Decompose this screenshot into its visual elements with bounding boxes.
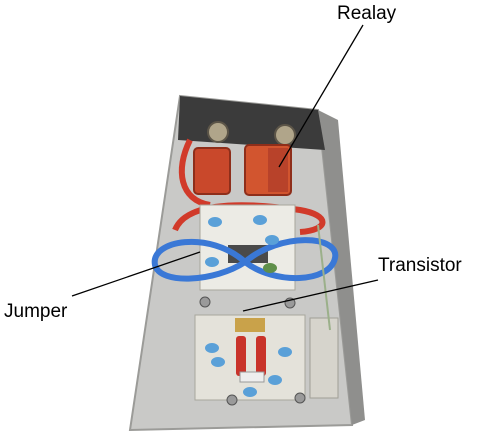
capacitor: [205, 343, 219, 353]
transistor-leader-line: [242, 279, 379, 312]
capacitor: [208, 217, 222, 227]
left-connector: [207, 121, 229, 143]
relay-label: Realay: [337, 3, 397, 24]
capacitor: [243, 387, 257, 397]
capacitor: [211, 357, 225, 367]
red-wire-left: [178, 138, 211, 208]
filter-components: [309, 317, 339, 399]
jumper-label: Jumper: [4, 301, 68, 322]
screw: [199, 296, 211, 308]
red-inductor-left: [236, 336, 246, 376]
capacitor: [265, 235, 279, 245]
capacitor-green: [263, 263, 277, 273]
capacitor: [253, 215, 267, 225]
thin-wire: [317, 224, 331, 331]
capacitor: [268, 375, 282, 385]
capacitor: [278, 347, 292, 357]
screw: [226, 394, 238, 406]
capacitor: [205, 257, 219, 267]
screw: [294, 392, 306, 404]
blue-jumper-right: [243, 237, 339, 282]
relay-left: [193, 147, 231, 195]
transistor-label: Transistor: [378, 255, 462, 276]
chassis-side-shadow: [318, 110, 365, 425]
transistor-lower: [235, 318, 265, 332]
relay-right-inner: [268, 148, 288, 192]
ferrite-core: [239, 371, 265, 383]
blue-jumper-left: [151, 238, 248, 282]
jumper-leader-line: [71, 251, 201, 297]
relay-leader-line: [278, 24, 364, 168]
red-inductor-right: [256, 336, 266, 376]
right-connector: [274, 124, 296, 146]
